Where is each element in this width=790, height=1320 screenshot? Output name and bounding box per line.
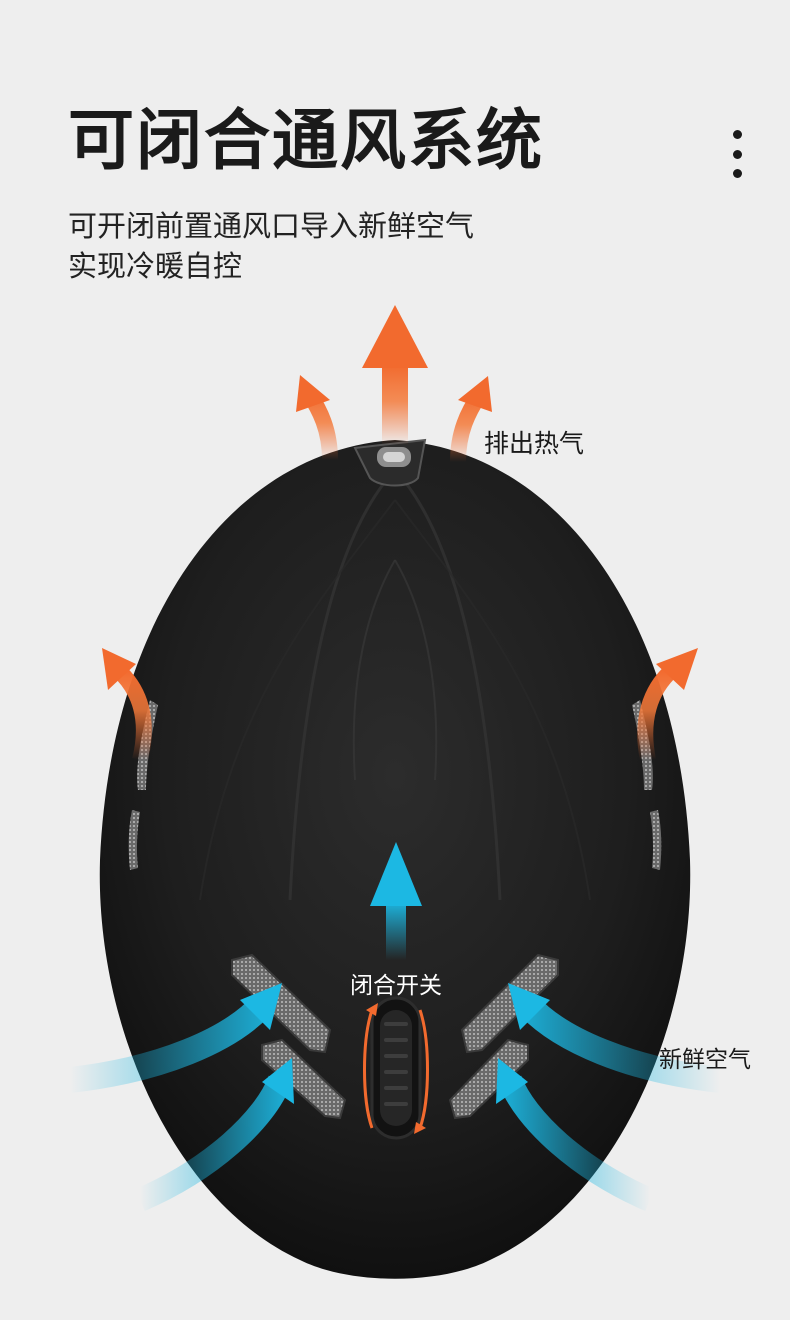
switch-label: 闭合开关 [350,973,442,999]
page-title: 可闭合通风系统 [68,102,544,179]
fresh-air-label: 新鲜空气 [659,1047,751,1073]
vent-switch [363,996,429,1140]
more-vertical-icon[interactable] [724,130,750,178]
subtitle-line-2: 实现冷暖自控 [68,249,243,283]
hot-air-arrows [102,305,698,762]
cool-air-arrows [68,842,722,1212]
page-subtitle: 可开闭前置通风口导入新鲜空气 实现冷暖自控 [68,206,474,286]
subtitle-line-1: 可开闭前置通风口导入新鲜空气 [68,209,475,243]
top-clip [353,438,427,487]
exhaust-label: 排出热气 [484,429,585,458]
